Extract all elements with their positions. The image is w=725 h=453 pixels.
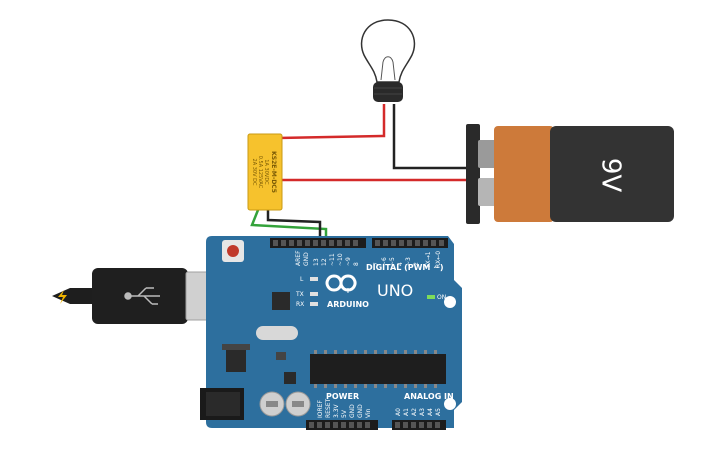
arduino-uno[interactable]: AREF GND 13 12 ~11 ~10 ~9 8 7 ~6 ~5 4 ~3… (200, 236, 462, 430)
battery-terminal-bottom (478, 178, 498, 206)
relay[interactable]: KS2E-M-DC5 1A 30VDC 0.5A 125VAC 2A 30V D… (247, 133, 283, 211)
digital-header-pins (273, 240, 444, 246)
power-pin-labels: IOREF RESET 3.3V 5V GND GND Vin (317, 398, 372, 418)
svg-text:2A 30V DC: 2A 30V DC (251, 159, 257, 186)
svg-text:GND: GND (357, 404, 364, 418)
arduino-model-text: UNO (377, 281, 413, 300)
relay-part-text: KS2E-M-DC5 1A 30VDC 0.5A 125VAC 2A 30V D… (251, 151, 277, 193)
pin-label: 13 (313, 258, 320, 266)
wire-relay-to-gnd-black[interactable] (266, 210, 322, 240)
bulb-filament (380, 56, 396, 81)
svg-text:IOREF: IOREF (317, 400, 324, 418)
pin-label: AREF (295, 250, 302, 266)
pin-label: GND (303, 252, 310, 266)
usb-cable-strain (52, 288, 92, 304)
on-label: ON (437, 294, 446, 301)
pin-label: ~6 (381, 257, 388, 266)
svg-text:GND: GND (349, 404, 356, 418)
board-leds: L TX RX (295, 276, 318, 308)
svg-text:A3: A3 (419, 408, 426, 416)
bulb-base (373, 82, 403, 102)
svg-text:5V: 5V (341, 409, 348, 418)
bulb-glass (360, 19, 416, 83)
svg-text:A0: A0 (395, 408, 402, 416)
microcontroller-chip (310, 354, 446, 384)
battery-terminal-plate (466, 124, 480, 224)
pin-label: 12 (321, 258, 328, 266)
svg-text:RESET: RESET (325, 398, 332, 418)
pin-label: 7 (373, 262, 380, 266)
mounting-hole (444, 398, 456, 410)
arduino-infinity-icon (325, 274, 357, 292)
svg-text:1A 30VDC: 1A 30VDC (263, 159, 269, 185)
svg-text:A2: A2 (411, 408, 418, 416)
battery-terminal-top (478, 140, 498, 168)
led-l-label: L (300, 276, 304, 283)
pin-label: TX→1 (425, 251, 432, 269)
usb-cable[interactable] (52, 268, 227, 324)
pin-label: ~11 (329, 253, 336, 266)
arduino-logo-text: ARDUINO (327, 300, 369, 309)
pin-label: RX←0 (435, 251, 442, 268)
top-pin-labels: AREF GND 13 12 ~11 ~10 ~9 8 7 ~6 ~5 4 ~3… (295, 250, 442, 269)
mounting-hole (444, 296, 456, 308)
pin-label: ~10 (337, 253, 344, 266)
led-tx-label: TX (295, 291, 304, 298)
relay-body (247, 133, 283, 211)
wire-lamp-to-battery-black[interactable] (392, 104, 466, 170)
svg-text:3.3V: 3.3V (333, 403, 340, 418)
svg-text:A1: A1 (403, 408, 410, 416)
svg-text:KS2E-M-DC5: KS2E-M-DC5 (270, 151, 277, 193)
svg-text:A4: A4 (427, 408, 434, 416)
usb-icon (124, 287, 160, 305)
lightning-icon (58, 290, 67, 304)
pin-label: ~5 (389, 257, 396, 266)
svg-text:+: + (345, 286, 352, 295)
battery-body (550, 126, 674, 222)
pin-label: ~3 (405, 257, 412, 266)
wire-relay-to-pin12-green[interactable] (250, 209, 328, 240)
digital-header (270, 238, 448, 248)
voltage-regulator (226, 348, 246, 372)
pin-label: 2 (413, 262, 420, 266)
arduino-logo: − + ARDUINO UNO (325, 274, 413, 309)
wires (250, 104, 466, 240)
analog-label: ANALOG IN (404, 392, 454, 401)
svg-text:−: − (331, 285, 338, 294)
analog-pin-labels: A0 A1 A2 A3 A4 A5 (395, 408, 442, 416)
svg-text:Vin: Vin (365, 408, 372, 418)
digital-label: DIGITAL (PWM ~) (366, 263, 444, 272)
svg-text:A5: A5 (435, 408, 442, 416)
light-bulb[interactable] (360, 19, 416, 102)
crystal (256, 326, 298, 340)
power-label: POWER (326, 392, 359, 401)
svg-text:0.5A 125VAC: 0.5A 125VAC (257, 156, 263, 189)
battery-label: 9V (596, 158, 626, 193)
pin-label: 4 (397, 262, 404, 266)
pin-label: ~9 (345, 257, 352, 266)
led-rx-label: RX (296, 301, 304, 308)
small-chip (272, 292, 290, 310)
battery-9v[interactable]: 9V (466, 124, 674, 224)
pin-label: 8 (353, 262, 360, 266)
small-component (276, 352, 286, 360)
wire-lamp-to-relay-red[interactable] (275, 104, 386, 141)
small-component-2 (284, 372, 296, 384)
battery-band (494, 126, 554, 222)
capacitors (259, 391, 311, 417)
power-led (427, 295, 435, 299)
